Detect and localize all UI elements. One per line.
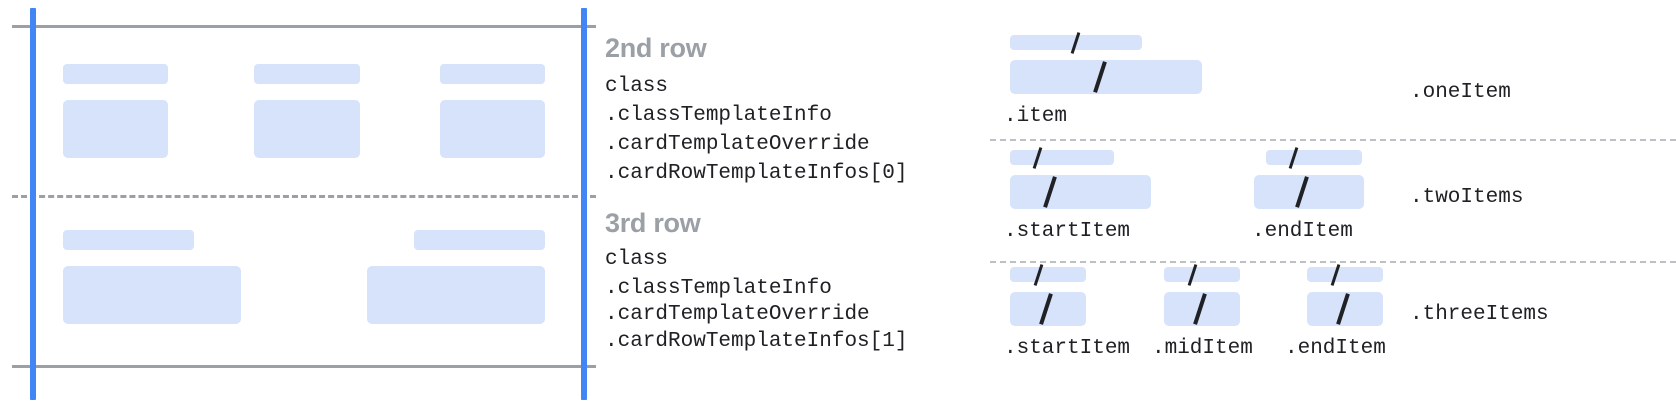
three-items-end-value-block — [1307, 292, 1383, 326]
row-3-code-line-3: .cardRowTemplateInfos[1] — [605, 330, 908, 353]
slash-icon — [1336, 293, 1350, 325]
row3-col2-value-block — [367, 266, 545, 324]
row-3-title: 3rd row — [605, 208, 701, 238]
two-items-start-part-label: .startItem — [1004, 220, 1131, 243]
slash-icon — [1295, 176, 1309, 208]
left-row-3 — [0, 195, 600, 365]
two-items-start-label-block — [1010, 147, 1114, 169]
slash-icon — [1330, 264, 1341, 286]
row2-col3-label-block — [440, 64, 545, 84]
three-items-mid-value-block — [1164, 292, 1240, 326]
two-items-end-label-block — [1266, 147, 1362, 169]
variants-panel: .item .oneItem .startItem .endItem .twoI… — [960, 0, 1676, 412]
three-items-start-label-block — [1010, 264, 1086, 286]
one-item-value-block — [1010, 60, 1202, 94]
two-items-end-part-label: .endItem — [1252, 220, 1353, 243]
row3-col1-value-block — [63, 266, 241, 324]
three-items-variant-label: .threeItems — [1410, 303, 1549, 326]
row-2-code-line-1: .classTemplateInfo — [605, 104, 832, 127]
left-row-2 — [0, 25, 600, 195]
left-panel — [0, 0, 600, 412]
variant-three-items: .startItem .midItem .endItem .threeItems — [960, 264, 1676, 385]
row-2-title: 2nd row — [605, 33, 707, 63]
card-top-rule — [12, 25, 596, 28]
variant-two-items: .startItem .endItem .twoItems — [960, 143, 1676, 255]
slash-icon — [1032, 147, 1043, 169]
row-2-code-line-3: .cardRowTemplateInfos[0] — [605, 162, 908, 185]
one-item-variant-label: .oneItem — [1410, 81, 1511, 104]
row2-col1-value-block — [63, 100, 168, 158]
row-2-code-line-0: class — [605, 75, 669, 98]
guide-line-start — [30, 8, 36, 400]
two-items-end-value-block — [1254, 175, 1364, 209]
slash-icon — [1288, 147, 1299, 169]
row-3-code-line-0: class — [605, 248, 669, 271]
guide-line-end — [581, 8, 587, 400]
row2-col2-label-block — [254, 64, 360, 84]
slash-icon — [1033, 264, 1044, 286]
row-2-code-line-2: .cardTemplateOverride — [605, 133, 870, 156]
three-items-end-label-block — [1307, 264, 1383, 286]
row2-col2-value-block — [254, 100, 360, 158]
slash-icon — [1187, 264, 1198, 286]
variant-divider-1 — [990, 139, 1676, 141]
card-bottom-rule — [12, 365, 596, 368]
three-items-mid-part-label: .midItem — [1152, 337, 1253, 360]
three-items-start-part-label: .startItem — [1004, 337, 1131, 360]
row-3-code-line-2: .cardTemplateOverride — [605, 303, 870, 326]
slash-icon — [1039, 293, 1053, 325]
row3-col1-label-block — [63, 230, 194, 250]
row2-col3-value-block — [440, 100, 545, 158]
annotation-panel: 2nd row class .classTemplateInfo .cardTe… — [600, 0, 960, 412]
three-items-end-part-label: .endItem — [1285, 337, 1386, 360]
slash-icon — [1043, 176, 1057, 208]
one-item-label-block — [1010, 32, 1142, 54]
variant-divider-2 — [990, 261, 1676, 263]
slash-icon — [1193, 293, 1207, 325]
row3-col2-label-block — [414, 230, 545, 250]
three-items-start-value-block — [1010, 292, 1086, 326]
two-items-start-value-block — [1010, 175, 1151, 209]
slash-icon — [1070, 32, 1081, 54]
row-3-code-line-1: .classTemplateInfo — [605, 277, 832, 300]
row-divider-dashed — [12, 195, 596, 198]
three-items-mid-label-block — [1164, 264, 1240, 286]
slash-icon — [1093, 61, 1107, 93]
two-items-variant-label: .twoItems — [1410, 186, 1524, 209]
row2-col1-label-block — [63, 64, 168, 84]
one-item-part-label: .item — [1004, 105, 1068, 128]
variant-one-item: .item .oneItem — [960, 20, 1676, 132]
